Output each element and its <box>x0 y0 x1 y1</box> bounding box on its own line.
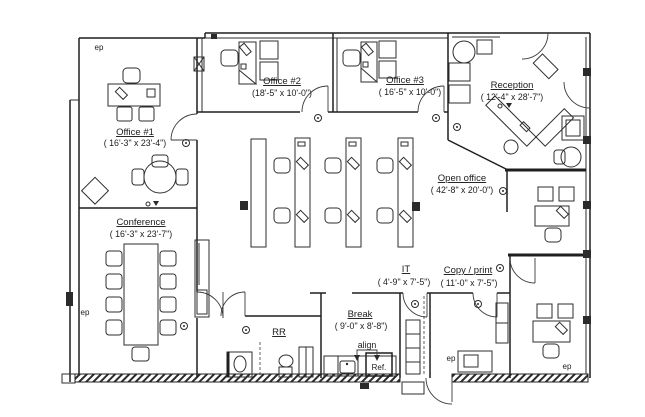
reception-desk-return <box>535 108 575 147</box>
task-chair <box>122 67 141 84</box>
room-dims-reception: ( 12'-4" x 28'-7") <box>481 92 543 102</box>
entry-vestibule <box>401 381 425 395</box>
office-2-furniture <box>220 40 279 85</box>
desk <box>534 205 570 227</box>
conference-furniture <box>105 239 210 362</box>
counter <box>323 355 397 377</box>
interior-walls <box>79 34 586 378</box>
task-chair <box>324 157 342 174</box>
task-chair <box>544 227 562 243</box>
room-label-office-3: Office #3 <box>386 75 424 86</box>
reception-furniture <box>448 39 585 168</box>
reception-desk <box>485 95 537 147</box>
copy-room-fixtures <box>457 302 509 373</box>
room-label-open-office: Open office <box>438 173 486 184</box>
bottom-wall <box>74 373 589 395</box>
column <box>412 202 420 211</box>
cabinet <box>561 115 585 141</box>
toilet-icon <box>278 354 294 368</box>
room-label-copy-print: Copy / print <box>444 265 493 276</box>
guest-chair <box>116 106 133 122</box>
task-chair <box>220 49 239 67</box>
room-dims-open-office: ( 42'-8" x 20'-0") <box>431 185 493 195</box>
sink-icon <box>339 360 356 374</box>
task-chair <box>324 207 342 224</box>
workstation-panel <box>250 138 267 248</box>
room-dims-copy-print: ( 11'-0" x 7'-5") <box>441 278 498 288</box>
office-3-furniture <box>342 40 397 83</box>
workstation-row <box>324 137 362 248</box>
align-note: align <box>358 340 377 350</box>
room-dims-it: ( 4'-9" x 7'-5") <box>378 277 431 287</box>
guest-chair <box>138 106 155 122</box>
side-table <box>452 40 476 64</box>
wall-column <box>193 56 205 72</box>
room-label-office-2: Office #2 <box>263 76 301 87</box>
room-dims-conference: ( 16'-3" x 23'-7") <box>110 229 172 239</box>
room-dims-break: ( 9'-0" x 8'-8") <box>335 321 388 331</box>
room-label-it: IT <box>402 264 411 275</box>
room-dims-office-3: ( 16'-5" x 10'-0") <box>379 87 441 97</box>
task-chair <box>342 49 361 67</box>
server-rack <box>405 319 421 375</box>
restroom-fixtures <box>226 342 314 378</box>
it-room-fixtures <box>405 296 425 375</box>
break-room-fixtures <box>323 349 397 377</box>
electrical-panel-label: ep <box>447 354 456 363</box>
workstation-row <box>273 137 311 248</box>
room-labels: Office #1 ( 16'-3" x 23'-4") Office #2 (… <box>81 43 572 372</box>
room-dims-office-1: ( 16'-3" x 23'-4") <box>104 138 166 148</box>
task-chair <box>273 207 291 224</box>
monitor-icon <box>346 209 361 224</box>
desk <box>532 320 571 343</box>
sink-icon <box>233 355 247 373</box>
monitor-icon <box>114 86 129 101</box>
refrigerator <box>365 352 393 377</box>
monitor-icon <box>295 156 310 171</box>
desk <box>238 41 257 85</box>
room-label-break: Break <box>348 309 373 320</box>
office-1-furniture <box>80 67 189 205</box>
task-chair <box>376 157 394 174</box>
monitor-icon <box>554 321 569 336</box>
room-label-reception: Reception <box>491 80 534 91</box>
room-label-rr: RR <box>272 327 286 338</box>
monitor-icon <box>346 156 361 171</box>
monitor-icon <box>238 42 252 57</box>
electrical-panel-label: ep <box>81 308 90 317</box>
cabinet <box>194 239 210 318</box>
task-chair <box>376 207 394 224</box>
monitor-icon <box>398 209 413 224</box>
task-chair <box>542 343 560 359</box>
round-table <box>560 146 582 168</box>
room-label-conference: Conference <box>116 217 165 228</box>
conference-table <box>123 243 159 346</box>
plant-icon <box>80 176 110 205</box>
task-chair <box>273 157 291 174</box>
bottom-right-office-furniture <box>532 303 574 359</box>
round-table <box>143 160 177 194</box>
monitor-icon <box>295 209 310 224</box>
room-dims-office-2: (18'-5" x 10'-0") <box>252 88 312 98</box>
column <box>240 201 248 210</box>
workstation-row <box>376 137 414 248</box>
open-office-workstations <box>240 137 420 248</box>
task-chair <box>503 139 519 155</box>
desk <box>107 83 161 107</box>
electrical-panel-label: ep <box>563 362 572 371</box>
right-middle-office-furniture <box>534 186 575 243</box>
refrigerator-label: Ref. <box>372 363 387 372</box>
entry-closet <box>532 53 559 80</box>
monitor-icon <box>555 205 570 220</box>
device-symbols <box>66 68 591 334</box>
electrical-panel-label: ep <box>95 43 104 52</box>
room-label-office-1: Office #1 <box>116 127 154 138</box>
monitor-icon <box>360 42 374 57</box>
monitor-icon <box>398 156 413 171</box>
doors <box>170 32 591 405</box>
copier <box>457 350 493 373</box>
